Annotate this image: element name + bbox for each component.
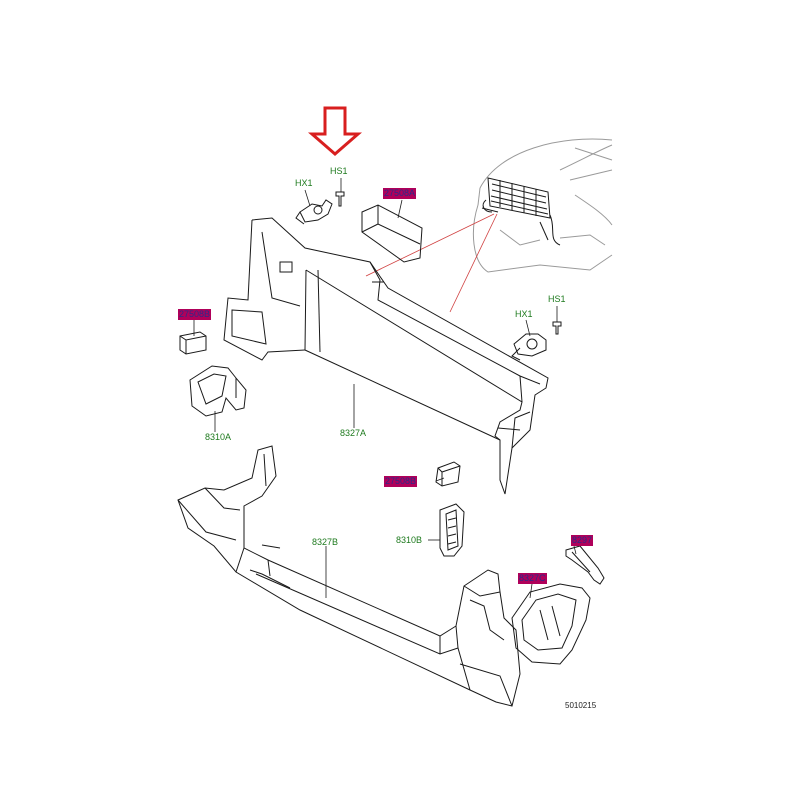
label-8310b: 8310B bbox=[396, 535, 423, 545]
diagram-reference-number: 5010215 bbox=[565, 701, 597, 710]
label-27508a: 27508A bbox=[383, 188, 417, 199]
foam-block-27508b-mid bbox=[435, 461, 461, 487]
duct-seal-8310a bbox=[189, 365, 247, 417]
label-hx1-top: HX1 bbox=[295, 178, 313, 188]
down-arrow-icon bbox=[307, 106, 363, 156]
label-8327c: 8327C bbox=[518, 573, 547, 584]
bracket-8297 bbox=[565, 545, 605, 585]
label-8297: 8297 bbox=[571, 535, 594, 546]
sensor-hx1-top bbox=[295, 199, 333, 225]
vehicle-front-view bbox=[472, 138, 613, 273]
foam-block-27508a bbox=[361, 204, 423, 263]
duct-seal-8310b bbox=[439, 503, 465, 557]
sensor-hx1-right bbox=[511, 333, 547, 361]
label-8310a: 8310A bbox=[205, 432, 232, 442]
lower-air-deflector-8327b bbox=[177, 445, 521, 707]
radiator-air-duct-8327a bbox=[223, 217, 549, 495]
screw-hs1-top bbox=[335, 191, 345, 207]
air-duct-8327c bbox=[511, 583, 591, 665]
callout-leader-lines bbox=[193, 178, 577, 599]
label-27508b-mid: 27508B bbox=[384, 476, 418, 487]
vehicle-leader-lines bbox=[365, 213, 498, 313]
label-hx1-right: HX1 bbox=[515, 309, 533, 319]
screw-hs1-right bbox=[552, 321, 562, 335]
label-8327b: 8327B bbox=[312, 537, 339, 547]
label-8327a: 8327A bbox=[340, 428, 367, 438]
vehicle-grille bbox=[481, 177, 561, 246]
label-hs1-right: HS1 bbox=[548, 294, 566, 304]
label-hs1-top: HS1 bbox=[330, 166, 348, 176]
foam-block-27508b-left bbox=[179, 331, 207, 355]
label-27508b-left: 27508B bbox=[178, 309, 212, 320]
